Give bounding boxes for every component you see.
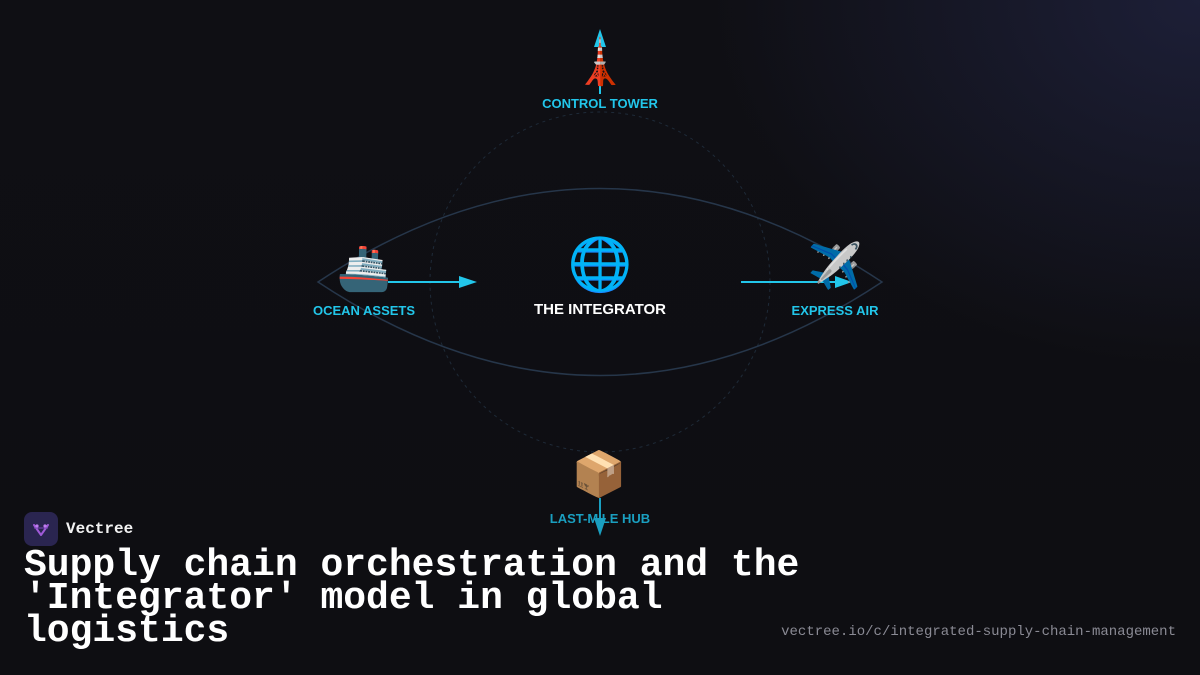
globe-icon: 🌐 [567, 235, 633, 295]
express-air-label: EXPRESS AIR [791, 303, 879, 318]
orbit-lens [316, 187, 884, 377]
vectree-logo-icon [24, 512, 58, 546]
brand-name: Vectree [66, 520, 134, 538]
airplane-icon: ✈️ [807, 241, 863, 292]
headline: Supply chain orchestration and the 'Inte… [24, 544, 800, 653]
package-icon: 📦 [571, 449, 627, 500]
control-tower-arrowhead [594, 29, 606, 47]
integrator-label: THE INTEGRATOR [534, 301, 666, 318]
express-air-arrowhead [835, 276, 852, 288]
ocean-assets-label: OCEAN ASSETS [312, 303, 416, 318]
ship-icon: 🚢 [336, 243, 392, 294]
source-url[interactable]: vectree.io/c/integrated-supply-chain-man… [781, 624, 1176, 640]
tokyo-tower-icon: 🗼 [572, 37, 628, 88]
control-tower-label: CONTROL TOWER [542, 96, 658, 111]
ocean-assets-arrowhead [459, 276, 477, 288]
last-mile-hub-label: LAST-MILE HUB [549, 511, 651, 526]
brand: Vectree [24, 512, 133, 546]
last-mile-arrowhead [594, 518, 606, 536]
